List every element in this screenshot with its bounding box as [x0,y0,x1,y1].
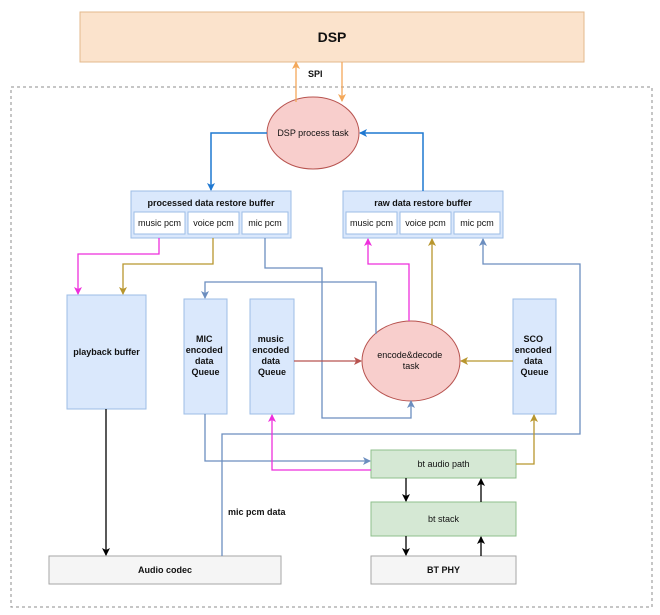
mic-queue-line-3: data [195,356,215,366]
sco-queue-line-1: SCO [523,334,543,344]
arrow-raw-buffer-to-dsp-task [359,129,424,191]
bt-phy-node: BT PHY [370,555,517,585]
processed-music-pcm: music pcm [138,218,181,228]
svg-text:encode&decode task: encode&decode task [377,350,445,371]
music-encoded-data-queue: music encoded data Queue [249,298,295,415]
arrow-codec-to-mic-queue [201,281,377,334]
encode-decode-task-node: encode&decode task [361,320,461,402]
sco-queue-line-2: encoded [515,345,552,355]
mic-queue-line-2: encoded [186,345,223,355]
arrow-mic-pcm-data-to-raw-mic [221,238,581,556]
playback-buffer: playback buffer [66,294,147,410]
arrow-bt-audio-path-to-sco-queue [516,414,538,465]
raw-buffer-title: raw data restore buffer [374,198,472,208]
raw-data-restore-buffer: raw data restore buffer music pcm voice … [342,190,504,239]
processed-data-restore-buffer: processed data restore buffer music pcm … [130,190,292,239]
bt-phy-label: BT PHY [427,565,460,575]
processed-mic-pcm: mic pcm [248,218,282,228]
dsp-process-task-label: DSP process task [277,128,349,138]
music-queue-line-2: encoded [252,345,289,355]
svg-text:MIC encoded data: MIC encoded data Queue [186,334,226,377]
raw-mic-pcm: mic pcm [460,218,494,228]
arrow-dsp-task-to-processed-buffer [207,132,267,191]
sco-encoded-data-queue: SCO encoded data Queue [512,298,557,415]
dsp-box: DSP [79,11,585,63]
audio-codec-label: Audio codec [138,565,192,575]
music-queue-line-4: Queue [258,367,286,377]
mic-queue-line-1: MIC [196,334,213,344]
raw-music-pcm: music pcm [350,218,393,228]
svg-text:SCO encoded data: SCO encoded data Queue [515,334,555,377]
music-queue-line-1: music [258,334,284,344]
processed-voice-pcm: voice pcm [193,218,234,228]
arrow-processed-mic-to-codec [264,238,415,419]
arrow-processed-voice-to-playback [119,238,214,295]
arrow-mic-queue-to-bt-audio-path [204,414,371,465]
processed-buffer-title: processed data restore buffer [147,198,275,208]
dsp-process-task-node: DSP process task [266,96,360,170]
svg-text:music encoded data: music encoded data Queue [252,334,292,377]
arrow-codec-to-raw-music [364,238,410,321]
playback-buffer-label: playback buffer [73,347,140,357]
encode-decode-line-1: encode&decode [377,350,442,360]
music-queue-line-3: data [261,356,281,366]
dsp-label: DSP [318,29,347,45]
system-boundary [10,86,653,608]
arrow-processed-music-to-playback [74,238,160,295]
mic-encoded-data-queue: MIC encoded data Queue [183,298,228,415]
sco-queue-line-3: data [524,356,544,366]
mic-pcm-data-label: mic pcm data [228,507,287,517]
spi-label: SPI [308,69,323,79]
audio-codec-node: Audio codec [48,555,282,585]
bt-audio-path-node: bt audio path [370,449,517,479]
bt-audio-path-label: bt audio path [417,459,469,469]
raw-voice-pcm: voice pcm [405,218,446,228]
bt-stack-node: bt stack [370,501,517,537]
mic-queue-line-4: Queue [191,367,219,377]
arrow-bt-audio-path-to-music-queue [268,414,371,471]
encode-decode-line-2: task [403,361,420,371]
sco-queue-line-4: Queue [520,367,548,377]
bt-stack-label: bt stack [428,514,460,524]
